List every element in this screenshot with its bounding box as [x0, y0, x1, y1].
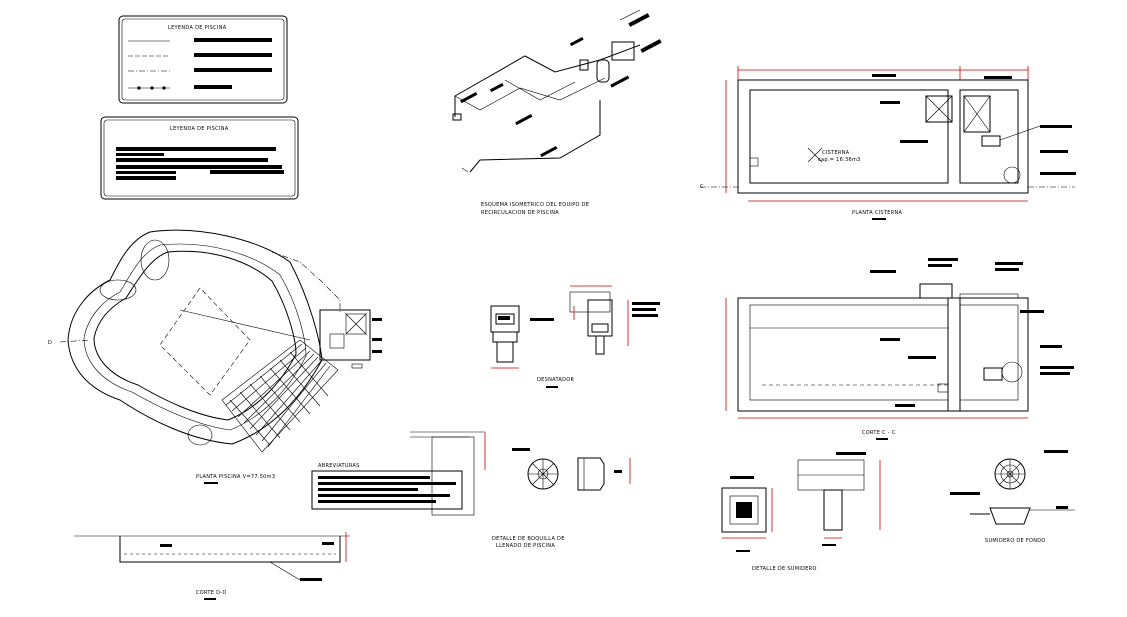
nozzle-title-line2: LLENADO DE PISCINA: [496, 543, 555, 549]
section-dd-title: CORTE D-D: [196, 590, 227, 596]
cistern-section-mark-left: C: [700, 184, 704, 190]
pool-plan: D PLANTA PISCINA V=77.50m3: [48, 229, 382, 484]
skimmer-detail: DESNATADOR: [490, 285, 660, 388]
nozzle-detail: DETALLE DE BOQUILLA DE LLENADO DE PISCIN…: [492, 448, 631, 549]
cistern-capacity: cap.= 16.36m3: [818, 157, 861, 163]
pool-section-mark: D: [48, 340, 52, 346]
section-cc-title: CORTE C - C: [862, 430, 896, 436]
legend-box-2: LEYENDA DE PISCINA: [100, 116, 299, 200]
abbreviations-title: ABREVIATURAS: [318, 463, 360, 469]
isometric-title-line1: ESQUEMA ISOMETRICO DEL EQUIPO DE: [481, 202, 589, 208]
section-dd: CORTE D-D: [74, 532, 350, 600]
legend-box-1: LEYENDA DE PISCINA: [118, 15, 288, 104]
isometric-schema: ESQUEMA ISOMETRICO DEL EQUIPO DE RECIRCU…: [452, 9, 662, 216]
pool-plan-title: PLANTA PISCINA V=77.50m3: [196, 474, 275, 480]
floor-drain-title: SUMIDERO DE FONDO: [985, 538, 1046, 544]
isometric-title-line2: RECIRCULACION DE PISCINA: [481, 210, 559, 216]
cistern-plan-title: PLANTA CISTERNA: [852, 210, 903, 216]
abbreviations: ABREVIATURAS: [311, 431, 486, 516]
sump-detail-title: DETALLE DE SUMIDERO: [752, 566, 817, 572]
legend-box-1-title: LEYENDA DE PISCINA: [168, 25, 227, 31]
legend-box-2-title: LEYENDA DE PISCINA: [170, 126, 229, 132]
nozzle-title-line1: DETALLE DE BOQUILLA DE: [492, 536, 565, 542]
floor-drain-detail: SUMIDERO DE FONDO: [950, 450, 1075, 544]
cistern-plan: CISTERNA cap.= 16.36m3 C PLANTA CISTERNA: [700, 66, 1076, 220]
sump-detail: DETALLE DE SUMIDERO: [721, 452, 881, 572]
cistern-inner-label: CISTERNA: [822, 150, 850, 156]
section-cc: CORTE C - C: [725, 258, 1074, 440]
skimmer-title: DESNATADOR: [537, 377, 575, 383]
